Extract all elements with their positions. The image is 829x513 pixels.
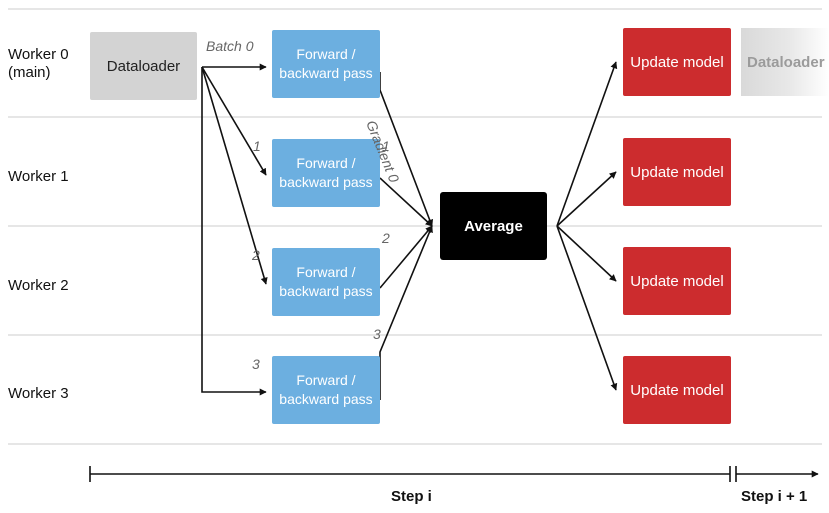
batch-label-0: Batch 0: [206, 38, 254, 54]
average-box: Average: [440, 192, 547, 260]
forward-line: Forward /: [296, 46, 356, 62]
forward-backward-box-2: Forward / backward pass: [272, 248, 380, 316]
dataloader-label: Dataloader: [106, 57, 181, 75]
forward-backward-box-1: Forward / backward pass: [272, 139, 380, 207]
update-model-box-3: Update model: [623, 356, 731, 424]
worker-2-name: Worker 2: [8, 277, 69, 294]
worker-0-name: Worker 0: [8, 46, 69, 63]
step-next-label: Step i + 1: [741, 488, 808, 505]
worker-label-2: Worker 2: [8, 277, 69, 295]
batch-arrow-3: [201, 67, 267, 396]
dataloader-box: Dataloader: [90, 32, 197, 100]
update-arrows: [556, 61, 618, 391]
forward-line: Forward /: [296, 264, 356, 280]
worker-3-name: Worker 3: [8, 385, 69, 402]
update-model-box-0: Update model: [623, 28, 731, 96]
update-model-label: Update model: [630, 272, 724, 290]
batch-label-3: 3: [252, 356, 260, 372]
worker-label-0: Worker 0 (main): [8, 46, 69, 82]
forward-line: Forward /: [296, 155, 356, 171]
update-arrow-1: [556, 171, 617, 227]
batch-label-1: 1: [253, 138, 261, 154]
batch-label-2: 2: [252, 247, 260, 263]
forward-backward-box-0: Forward / backward pass: [272, 30, 380, 98]
update-arrow-0: [556, 61, 618, 227]
timeline: [89, 466, 819, 482]
backward-line: backward pass: [279, 283, 373, 299]
update-model-label: Update model: [630, 381, 724, 399]
worker-label-3: Worker 3: [8, 385, 69, 403]
update-model-label: Update model: [630, 163, 724, 181]
step-i-label: Step i: [391, 488, 432, 505]
gradient-arrow-0: [379, 72, 434, 227]
update-model-box-1: Update model: [623, 138, 731, 206]
worker-1-name: Worker 1: [8, 168, 69, 185]
gradient-arrows: [379, 72, 434, 400]
update-arrow-2: [556, 225, 617, 282]
update-model-box-2: Update model: [623, 247, 731, 315]
update-model-label: Update model: [630, 53, 724, 71]
gradient-label-3: 3: [373, 326, 381, 342]
backward-line: backward pass: [279, 391, 373, 407]
next-dataloader-box: Dataloader: [741, 28, 829, 96]
update-arrow-3: [556, 225, 618, 391]
gradient-arrow-3: [379, 225, 433, 400]
backward-line: backward pass: [279, 174, 373, 190]
batch-arrow-1: [201, 66, 267, 176]
gradient-label-1: 1: [382, 138, 390, 154]
worker-0-role: (main): [8, 64, 51, 81]
batch-arrows: [201, 63, 268, 396]
gradient-arrow-1: [379, 177, 433, 227]
forward-line: Forward /: [296, 372, 356, 388]
average-label: Average: [464, 217, 523, 235]
gradient-arrow-2: [379, 225, 433, 289]
backward-line: backward pass: [279, 65, 373, 81]
gradient-label-2: 2: [382, 230, 390, 246]
batch-arrow-2: [201, 66, 268, 285]
next-dataloader-label: Dataloader: [747, 53, 825, 71]
forward-backward-box-3: Forward / backward pass: [272, 356, 380, 424]
worker-label-1: Worker 1: [8, 168, 69, 186]
